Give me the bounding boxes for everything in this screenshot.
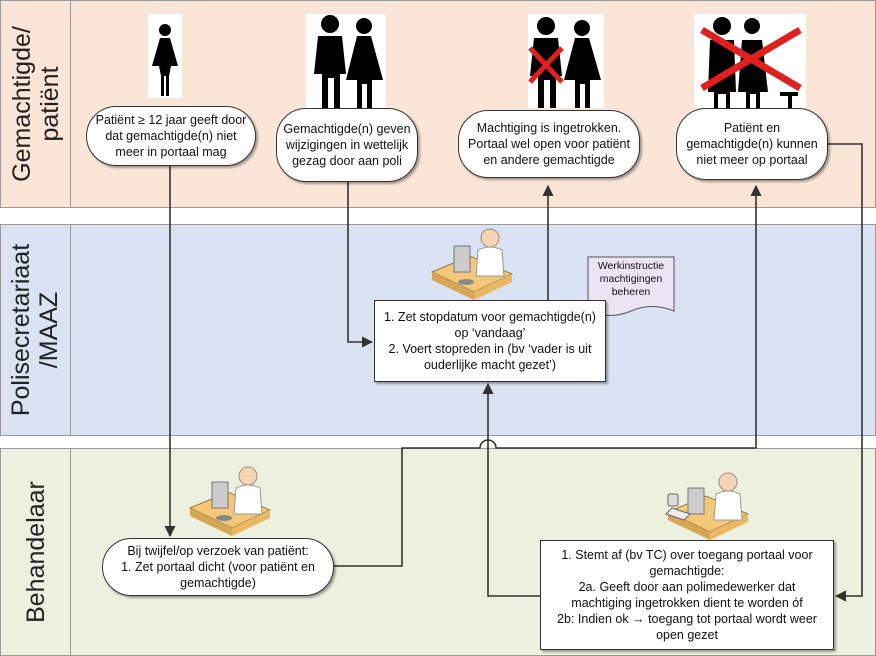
bubble-authorization-revoked: Machtiging is ingetrokken. Portaal wel o… (458, 110, 640, 178)
couple-crossed-icon (528, 14, 604, 108)
desk-worker-icon (430, 228, 514, 300)
bubble-authorization-revoked-text: Machtiging is ingetrokken. Portaal wel o… (468, 121, 630, 167)
lane-label-practitioner: Behandelaar (1, 449, 71, 655)
bubble-portal-closed-text: Patiënt en gemachtigde(n) kunnen niet me… (686, 121, 818, 167)
desk-worker-practitioner-icon (188, 466, 272, 536)
bubble-close-portal: Bij twijfel/op verzoek van patiënt: 1. Z… (102, 538, 334, 596)
bubble-patient-request-text: Patiënt ≥ 12 jaar geeft door dat gemacht… (95, 113, 247, 159)
woman-icon (148, 14, 182, 98)
desk-phone-worker-icon (665, 472, 750, 540)
practitioner-task-line3: 2b: Indien ok → toegang tot portaal word… (557, 612, 817, 642)
connectors (164, 143, 863, 602)
practitioner-task-box: 1. Stemt af (bv TC) over toegang portaal… (540, 540, 834, 650)
bubble-guardian-change: Gemachtigde(n) geven wijzigingen in wett… (276, 108, 418, 182)
secretariat-task-line2: 2. Voert stopreden in (bv ‘vader is uit … (388, 342, 592, 372)
couple-icon (306, 14, 386, 108)
document-label-container: Werkinstructie machtigingen beheren (588, 257, 674, 317)
lane-label-patient: Gemachtigde/ patiënt (1, 1, 71, 207)
practitioner-task-line2: 2a. Geeft door aan polimedewerker dat ma… (571, 580, 803, 610)
bubble-portal-closed: Patiënt en gemachtigde(n) kunnen niet me… (676, 108, 828, 180)
bubble-guardian-change-text: Gemachtigde(n) geven wijzigingen in wett… (283, 122, 411, 168)
bubble-close-portal-line2: 1. Zet portaal dicht (voor patiënt en ge… (121, 560, 315, 590)
practitioner-task-line1: 1. Stemt af (bv TC) over toegang portaal… (561, 548, 813, 578)
family-crossed-icon (694, 14, 806, 108)
bubble-patient-request: Patiënt ≥ 12 jaar geeft door dat gemacht… (86, 106, 256, 166)
document-label: Werkinstructie machtigingen beheren (597, 260, 665, 298)
bubble-close-portal-line1: Bij twijfel/op verzoek van patiënt: (127, 544, 309, 558)
secretariat-task-line1: 1. Zet stopdatum voor gemachtigde(n) op … (384, 310, 596, 340)
secretariat-task-box: 1. Zet stopdatum voor gemachtigde(n) op … (374, 300, 606, 382)
lane-label-secretariat: Polisecretariaat /MAAZ (1, 225, 71, 435)
